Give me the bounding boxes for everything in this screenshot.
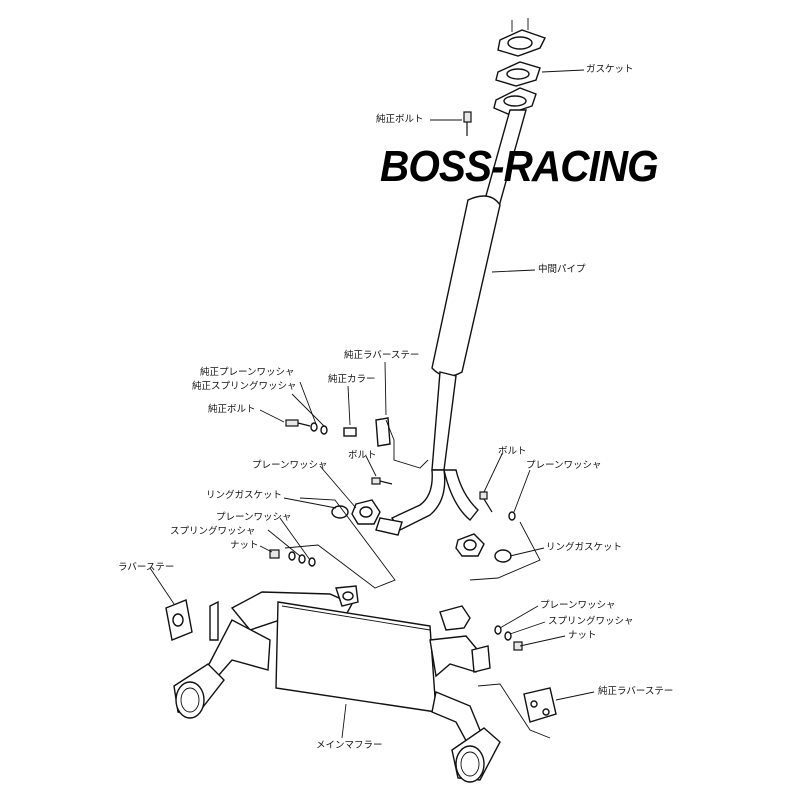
label-spring-washer-lower: スプリングワッシャ — [548, 616, 634, 627]
rubber-stay-left — [165, 599, 193, 641]
label-nut-lower: ナット — [568, 630, 597, 641]
label-rubber-stay: ラバーステー — [118, 562, 175, 573]
label-oem-rubber-stay-bottom: 純正ラバーステー — [598, 686, 674, 697]
label-oem-bolt-left: 純正ボルト — [208, 404, 256, 415]
label-ring-gasket-left: リングガスケット — [206, 490, 283, 501]
label-oem-spring-washer: 純正スプリングワッシャ — [192, 381, 297, 392]
pipe-mid-flanges — [331, 499, 512, 563]
label-oem-bolt-top: 純正ボルト — [376, 114, 424, 125]
label-oem-collar: 純正カラー — [328, 374, 376, 385]
middle-pipe-flange — [493, 87, 537, 115]
label-middle-pipe: 中間パイプ — [538, 264, 586, 275]
label-gasket: ガスケット — [586, 64, 634, 75]
label-plain-washer-right: プレーンワッシャ — [526, 460, 602, 471]
label-spring-washer-left: スプリングワッシャ — [170, 526, 256, 537]
label-bolt-mid: ボルト — [348, 450, 377, 461]
muffler-assembly — [173, 585, 501, 783]
label-bolt-right: ボルト — [498, 446, 527, 457]
brand-logo: BOSS-RACING — [380, 142, 659, 191]
gasket-part — [495, 61, 541, 87]
bracket-outlines — [284, 497, 551, 739]
mid-bolt-part — [371, 477, 393, 485]
label-nut-left: ナット — [230, 540, 259, 551]
label-plain-washer-mid: プレーンワッシャ — [252, 460, 328, 471]
label-main-muffler: メインマフラー — [316, 740, 383, 751]
oem-bolt-top-part — [463, 111, 472, 136]
label-plain-washer-left: プレーンワッシャ — [216, 512, 292, 523]
oem-fastener-stack — [285, 417, 429, 469]
label-plain-washer-lower: プレーンワッシャ — [540, 600, 616, 611]
leader-lines — [149, 69, 595, 739]
top-flange — [497, 18, 546, 57]
label-oem-rubber-stay-top: 純正ラバーステー — [344, 350, 420, 361]
left-nut-stack — [269, 549, 316, 567]
right-bolt-part — [479, 491, 516, 521]
label-oem-plain-washer: 純正プレーンワッシャ — [200, 367, 295, 378]
label-ring-gasket-right: リングガスケット — [546, 542, 623, 553]
oem-rubber-stay-bottom-part — [523, 687, 557, 723]
lower-right-fasteners — [494, 625, 523, 651]
middle-pipe — [375, 109, 527, 536]
